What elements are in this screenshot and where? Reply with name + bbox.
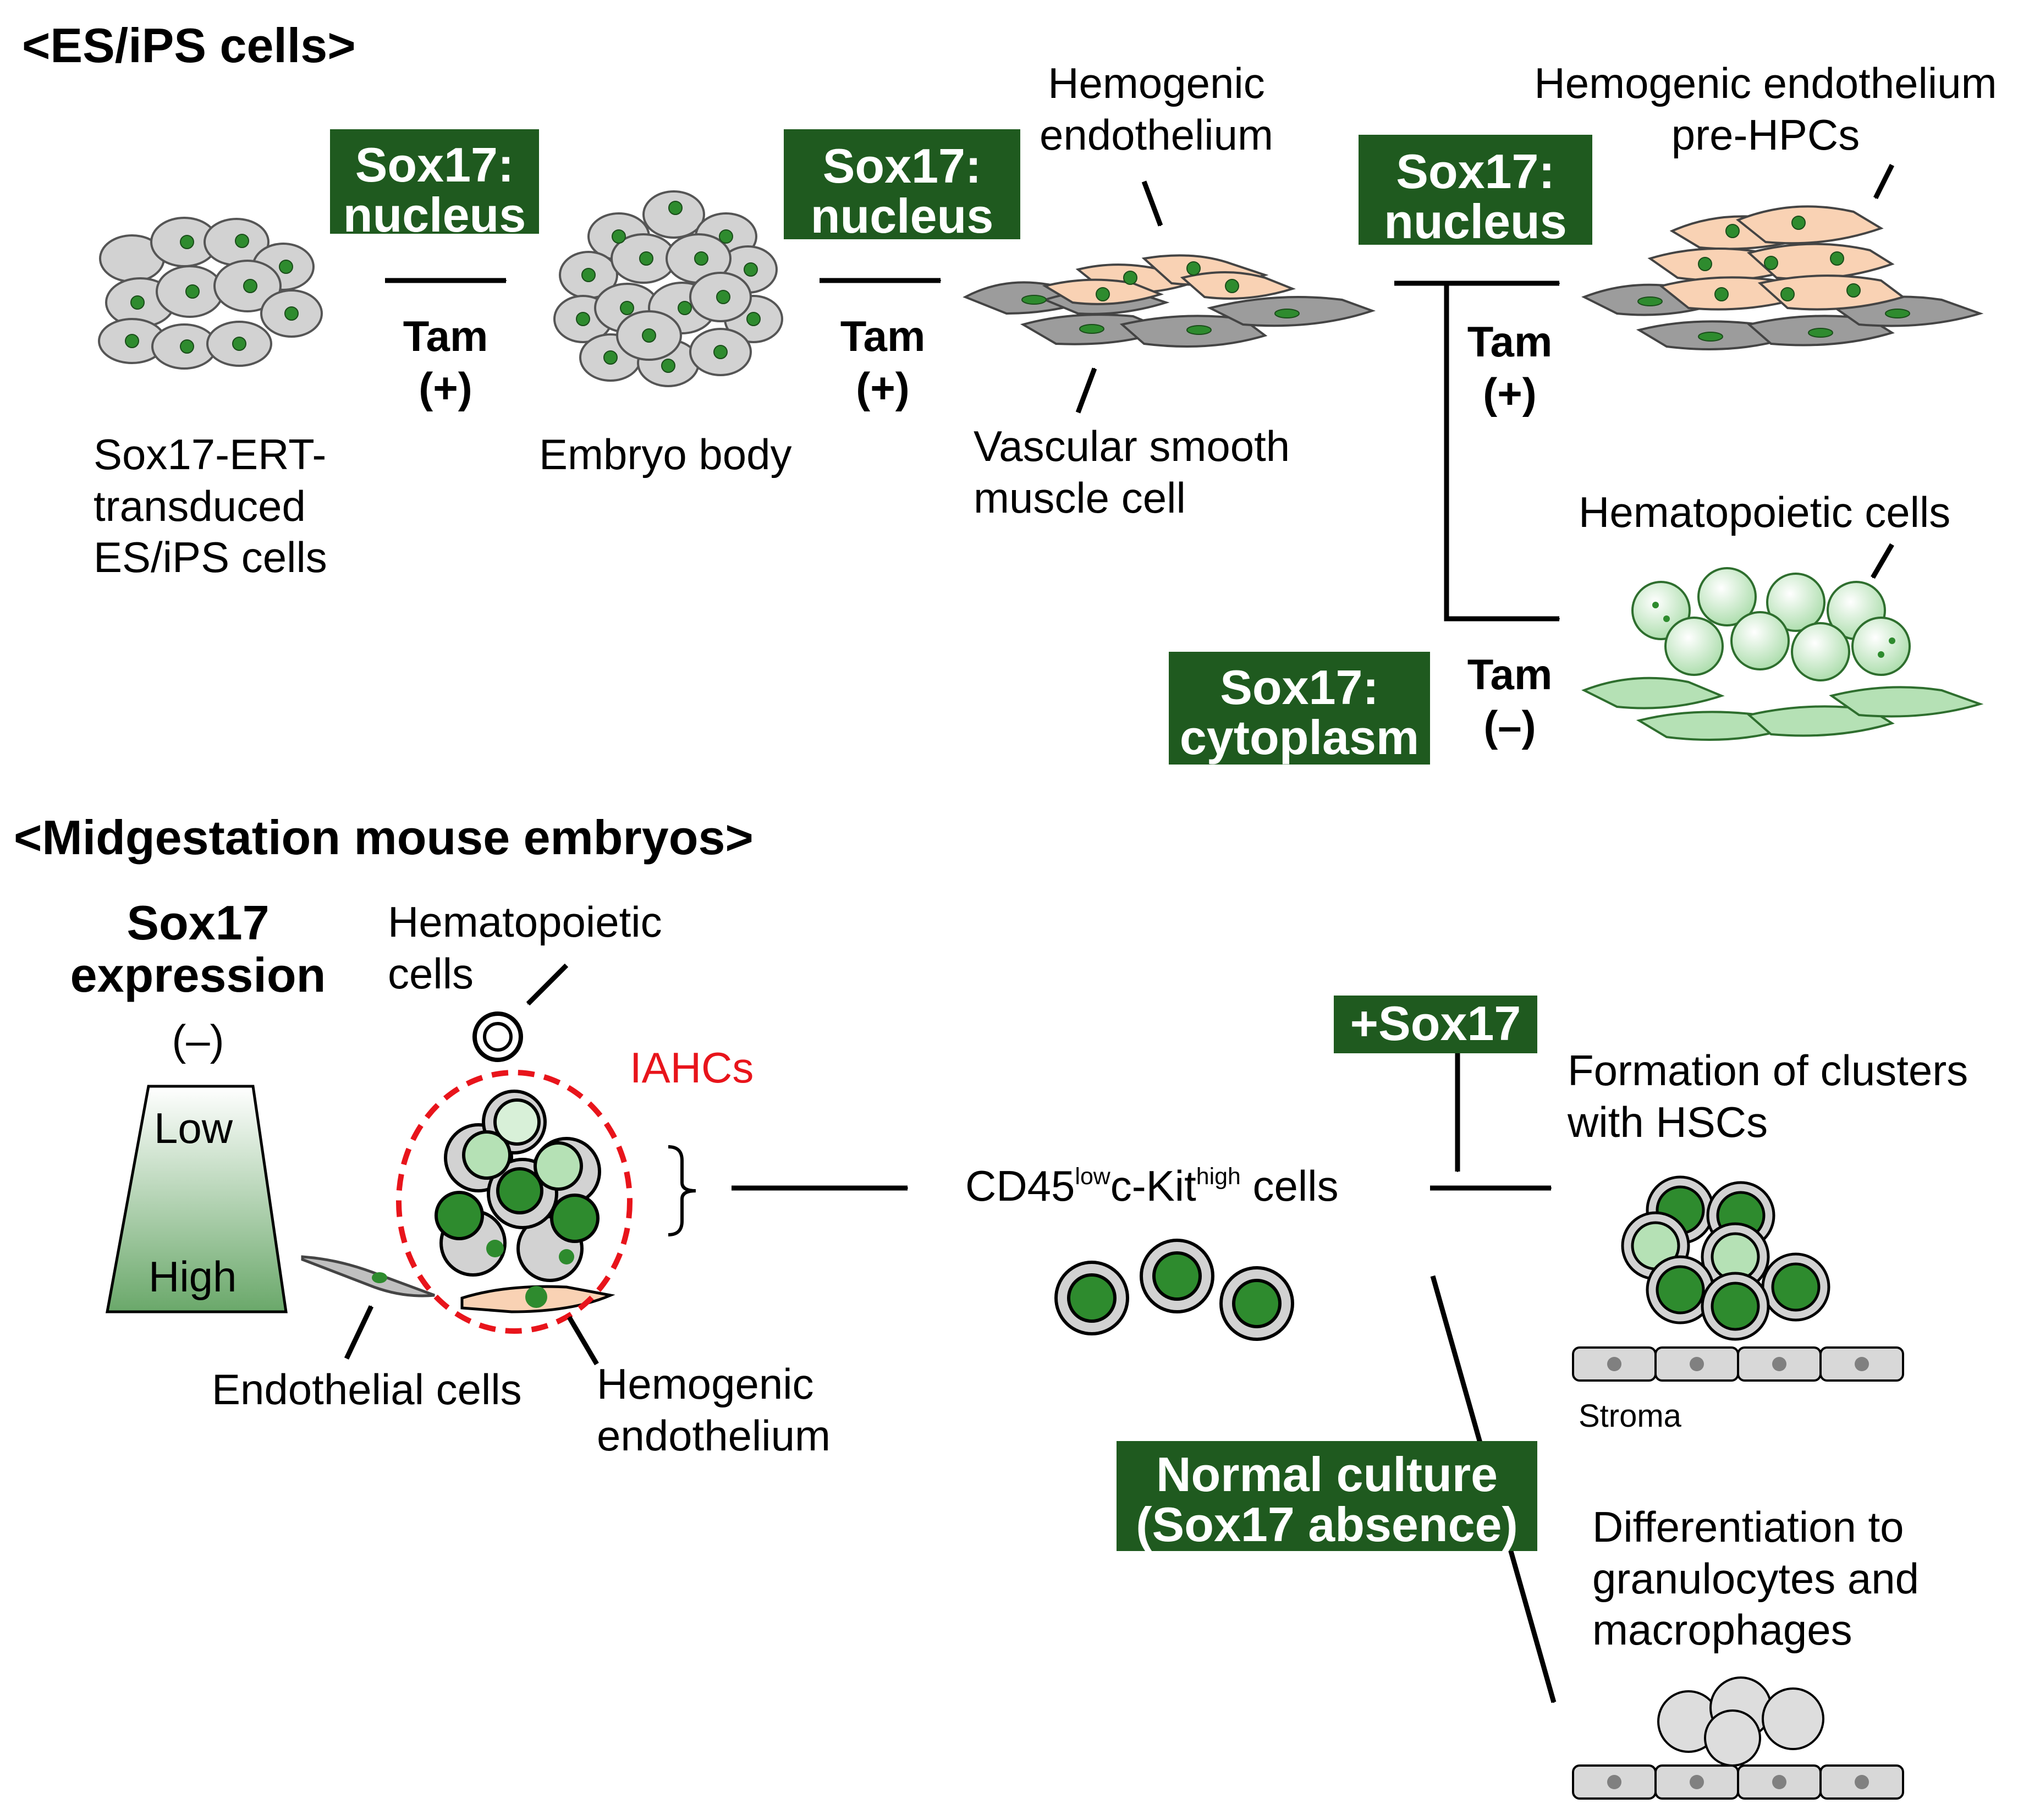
es-cell-cluster	[98, 217, 323, 370]
sox17-expression-label: Sox17 expression	[50, 897, 347, 1001]
sox17-nucleus-box-1: Sox17: nucleus	[330, 129, 539, 239]
label-line: cells	[388, 949, 474, 998]
tam-plus-2: Tam (+)	[822, 311, 943, 414]
es-section-title: <ES/iPS cells>	[22, 18, 356, 73]
label-line: endothelium	[1040, 110, 1273, 159]
vascular-smooth-muscle-label: Vascular smooth muscle cell	[974, 421, 1290, 524]
tam-label: Tam	[840, 312, 926, 360]
label-line: granulocytes and	[1592, 1554, 1920, 1603]
stroma-label: Stroma	[1579, 1398, 1681, 1434]
tam-label: Tam	[1467, 317, 1553, 366]
differentiation-label: Differentiation to granulocytes and macr…	[1592, 1502, 1919, 1656]
label-line: Hemogenic endothelium	[1534, 59, 1997, 107]
cd45-ckit-label: CD45lowc-Kithigh cells	[965, 1161, 1339, 1212]
hematopoietic-cells-label: Hematopoietic cells	[1579, 488, 1951, 536]
sox17-negative-label: (–)	[172, 1016, 224, 1064]
plus-sox17-box: +Sox17	[1334, 996, 1537, 1053]
tam-minus: Tam (–)	[1449, 649, 1570, 752]
embryo-body	[553, 190, 783, 387]
embryo-body-label: Embryo body	[539, 430, 792, 479]
sox17-nucleus-box-2: Sox17: nucleus	[784, 129, 1020, 243]
tam-plus-1: Tam (+)	[385, 311, 506, 414]
label-line: pre-HPCs	[1671, 110, 1860, 159]
granulocyte-macrophage-on-stroma	[1572, 1676, 1904, 1800]
hematopoietic-cells-label-2: Hematopoietic cells	[388, 897, 662, 999]
high-label: High	[149, 1252, 237, 1301]
low-superscript: low	[1075, 1163, 1110, 1190]
box-line: Sox17:	[1396, 144, 1555, 199]
label-line: macrophages	[1592, 1605, 1852, 1654]
es-arrows	[385, 163, 1895, 622]
formation-clusters-label: Formation of clusters with HSCs	[1568, 1045, 1968, 1148]
tam-sign: (+)	[1483, 369, 1537, 417]
cd45-text: CD45	[965, 1162, 1075, 1210]
label-line: transduced	[94, 481, 306, 530]
box-line: Normal culture	[1156, 1447, 1498, 1502]
sox17-nucleus-box-3: Sox17: nucleus	[1359, 135, 1592, 249]
ckit-text: c-Kit	[1110, 1162, 1196, 1210]
es-cells-label: Sox17-ERT- transduced ES/iPS cells	[94, 429, 327, 584]
tam-plus-3: Tam (+)	[1449, 316, 1570, 419]
label-line: Sox17	[127, 895, 270, 950]
cd45-cells	[1054, 1239, 1294, 1341]
iahc-illustration	[301, 1011, 696, 1334]
hematopoietic-cell-mound	[1581, 567, 1984, 741]
hemogenic-endothelium-label: Hemogenic endothelium	[1040, 58, 1273, 161]
label-line: endothelium	[597, 1411, 831, 1460]
hemogenic-endothelium-label-2: Hemogenic endothelium	[597, 1359, 831, 1461]
tam-sign: (+)	[419, 363, 472, 412]
label-line: Formation of clusters	[1568, 1046, 1968, 1095]
hemogenic-endothelium-sheet	[963, 254, 1376, 348]
label-line: Hemogenic	[1048, 59, 1265, 107]
he-prehpc-mound	[1581, 205, 1984, 350]
label-line: with HSCs	[1568, 1097, 1768, 1146]
tam-label: Tam	[1467, 650, 1553, 699]
label-line: muscle cell	[974, 473, 1186, 522]
box-line: nucleus	[810, 188, 994, 243]
sox17-expression-gradient-trapezoid	[106, 1085, 288, 1313]
tam-sign: (+)	[856, 363, 910, 412]
label-line: Differentiation to	[1592, 1503, 1904, 1551]
hsc-cluster-on-stroma	[1572, 1175, 1904, 1382]
mouse-section-title: <Midgestation mouse embryos>	[14, 810, 754, 865]
box-line: Sox17:	[822, 139, 982, 193]
label-line: Hematopoietic	[388, 898, 662, 946]
high-superscript: high	[1196, 1163, 1241, 1190]
sox17-cytoplasm-box: Sox17: cytoplasm	[1169, 652, 1430, 765]
box-line: nucleus	[1384, 194, 1567, 249]
cells-text: cells	[1240, 1162, 1339, 1210]
box-line: Sox17:	[1220, 660, 1379, 714]
label-line: Sox17-ERT-	[94, 430, 327, 479]
tam-sign: (–)	[1483, 701, 1536, 750]
box-line: Sox17:	[355, 138, 514, 192]
label-line: Hemogenic	[597, 1360, 814, 1408]
box-line: nucleus	[343, 187, 526, 242]
endothelial-cells-label: Endothelial cells	[212, 1365, 522, 1414]
normal-culture-box: Normal culture (Sox17 absence)	[1117, 1441, 1537, 1551]
box-line: cytoplasm	[1179, 710, 1420, 765]
iahcs-label: IAHCs	[630, 1043, 754, 1092]
he-prehpc-label: Hemogenic endothelium pre-HPCs	[1507, 58, 2024, 161]
low-label: Low	[154, 1104, 233, 1152]
box-line: (Sox17 absence)	[1136, 1497, 1518, 1552]
tam-label: Tam	[403, 312, 488, 360]
label-line: Vascular smooth	[974, 422, 1290, 470]
label-line: ES/iPS cells	[94, 533, 327, 582]
label-line: expression	[70, 948, 326, 1003]
